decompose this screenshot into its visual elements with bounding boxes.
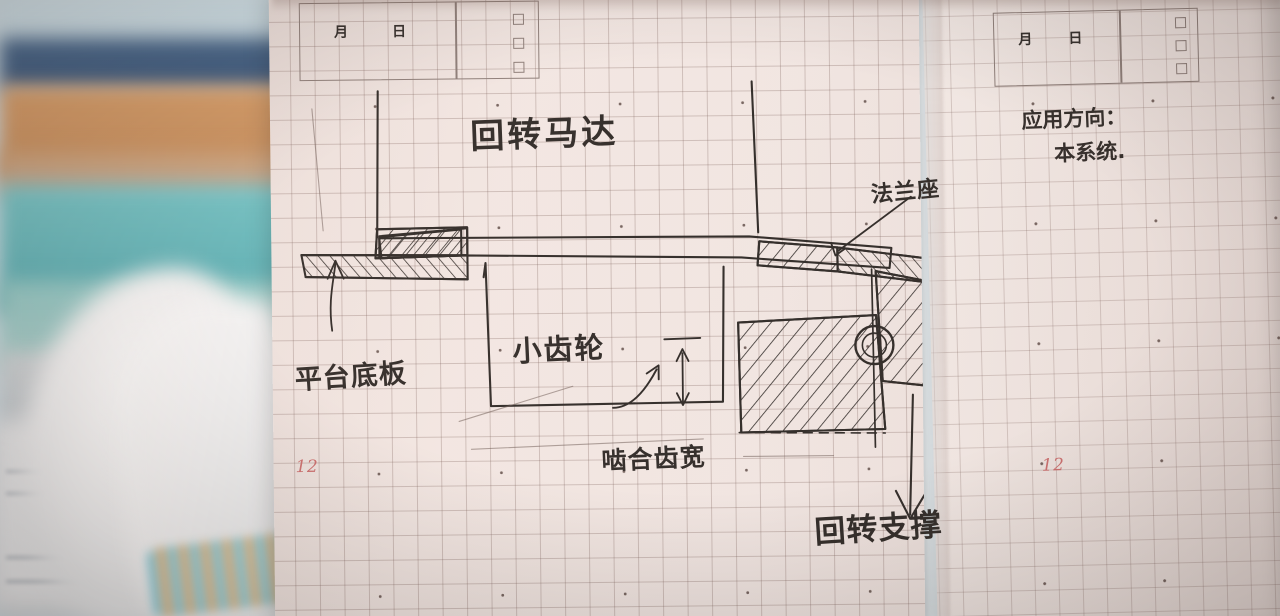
date-box-divider <box>1118 10 1123 83</box>
date-header-box-right[interactable]: 月 日 <box>992 7 1200 87</box>
label-flange-seat: 法兰座 <box>869 176 942 209</box>
label-rotary-motor: 回转马达 <box>469 111 619 158</box>
month-label-right: 月 <box>1018 31 1034 49</box>
note-line-2: 本系统. <box>1053 138 1126 166</box>
grid-dots-right <box>922 0 1280 616</box>
page-number-right: 12 <box>1041 455 1065 476</box>
date-box-divider <box>454 2 458 79</box>
label-meshing-tooth-width: 啮合齿宽 <box>601 442 707 476</box>
notebook-left-page: 月 日 <box>268 0 943 616</box>
checkbox-3-right[interactable] <box>1176 63 1188 75</box>
note-line-1: 应用方向： <box>1020 104 1127 134</box>
day-label-right: 日 <box>1068 30 1084 47</box>
checkbox-1-left[interactable] <box>512 13 525 25</box>
day-label-left: 日 <box>391 23 408 41</box>
month-label-left: 月 <box>333 24 350 41</box>
checkbox-3-left[interactable] <box>513 61 525 73</box>
checkbox-2-left[interactable] <box>513 37 525 49</box>
checkbox-1-right[interactable] <box>1174 17 1187 29</box>
label-slewing-support: 回转支撑 <box>813 507 944 552</box>
label-pinion-gear: 小齿轮 <box>511 330 607 369</box>
background-sky-band <box>0 0 300 42</box>
notebook-right-page: 月 日 应用方向： 本系统. 12 <box>922 0 1280 616</box>
background-navy-blanket <box>0 38 300 90</box>
page-top-shadow <box>272 0 1280 12</box>
label-platform-base-plate: 平台底板 <box>293 358 408 397</box>
date-header-box-left[interactable]: 月 日 <box>298 0 540 82</box>
checkbox-2-right[interactable] <box>1175 40 1187 52</box>
page-number-left: 12 <box>295 456 319 478</box>
